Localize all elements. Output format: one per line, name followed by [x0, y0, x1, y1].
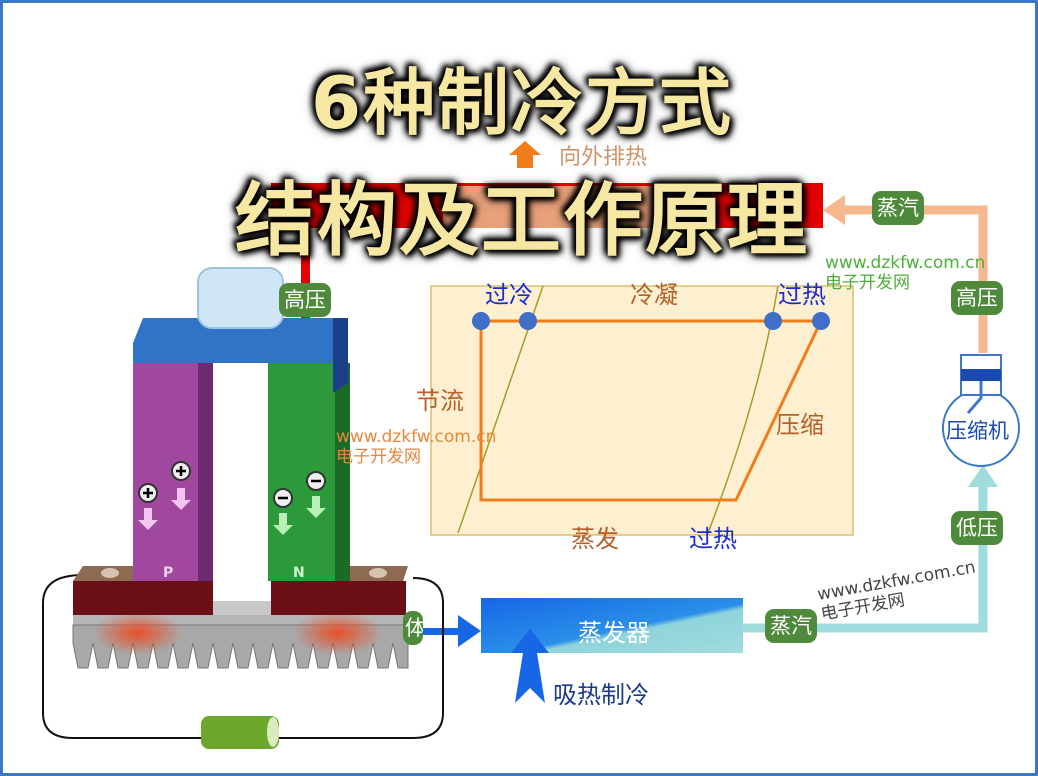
battery-icon: [201, 716, 279, 749]
subcool-label: 过冷: [485, 281, 533, 309]
positive-charge-icon: [138, 483, 158, 503]
compress-label: 压缩: [776, 411, 824, 439]
high-pressure-right-badge: 高压: [951, 281, 1003, 315]
p-type-label: P: [163, 565, 174, 581]
heat-out-label: 向外排热: [559, 145, 648, 170]
state-point: [764, 312, 782, 330]
negative-charge-icon: [273, 488, 293, 508]
throttle-label: 节流: [416, 387, 464, 415]
condense-label: 冷凝: [630, 281, 678, 309]
heat-out-arrow-icon: [509, 141, 541, 168]
evaporate-label: 蒸发: [571, 525, 619, 553]
condenser-core: [443, 186, 693, 228]
absorb-heat-label: 吸热制冷: [553, 681, 649, 709]
heatsink: [72, 611, 409, 669]
ice-cube-icon: [197, 267, 284, 329]
n-electrode: [271, 581, 406, 615]
superheat-bottom-label: 过热: [689, 525, 737, 553]
state-point: [519, 312, 537, 330]
positive-charge-icon: [171, 461, 191, 481]
state-point: [472, 312, 490, 330]
steam-bottom-badge: 蒸汽: [765, 609, 817, 643]
piping-svg: [42, 141, 1020, 749]
low-pressure-badge: 低压: [951, 511, 1003, 545]
down-arrow-icon: [138, 508, 158, 530]
flow-arrow-icon: [413, 615, 481, 647]
down-arrow-icon: [273, 513, 293, 535]
steam-arrow-icon: [823, 195, 845, 225]
absorb-arrow-icon: [511, 629, 549, 703]
cycle-diagram-box: [430, 285, 854, 536]
high-pressure-left-badge: 高压: [279, 283, 331, 317]
compressor-label: 压缩机: [946, 419, 1009, 443]
partial-badge: 体: [403, 611, 423, 645]
negative-charge-icon: [306, 471, 326, 491]
state-point: [812, 312, 830, 330]
p-electrode: [73, 581, 213, 615]
down-arrow-icon: [171, 488, 191, 510]
title-line-2: 结构及工作原理: [235, 174, 809, 267]
evaporator-body: [481, 598, 743, 653]
refrigeration-cycle: [479, 319, 824, 502]
peltier-module: [42, 267, 444, 749]
low-pressure-arrow-icon: [968, 465, 998, 487]
title-line-1: 6种制冷方式: [310, 61, 734, 145]
evaporator-label: 蒸发器: [578, 619, 650, 647]
n-type-label: N: [293, 565, 305, 581]
steam-top-badge: 蒸汽: [872, 191, 924, 225]
superheat-top-label: 过热: [778, 281, 826, 309]
compressor-icon: [942, 354, 1020, 467]
cold-plate: [133, 318, 348, 363]
down-arrow-icon: [306, 496, 326, 518]
